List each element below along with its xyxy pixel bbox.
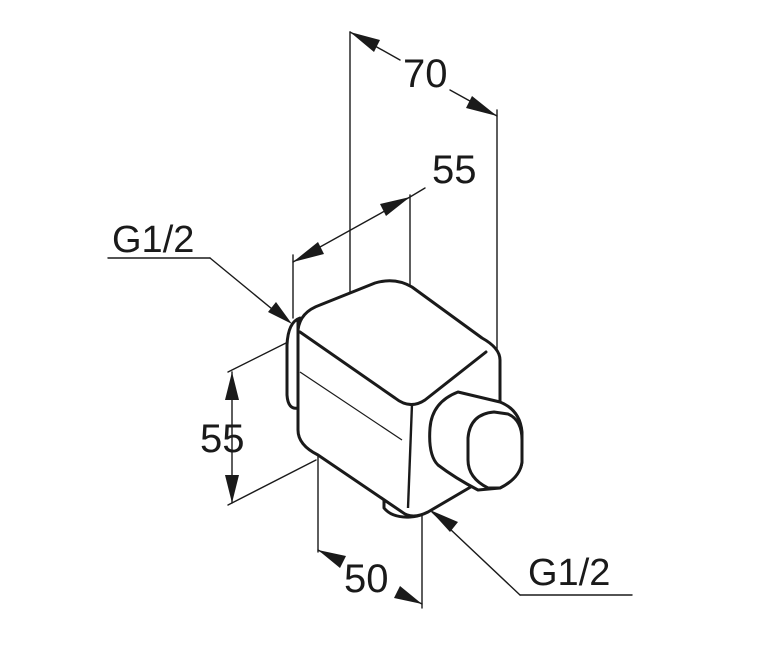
elbow-body [285,279,524,519]
thread-label-left: G1/2 [112,219,194,261]
dim-height-side: 55 [200,417,245,461]
extension-lines [227,31,498,609]
arrowheads [225,32,497,604]
dim-depth-total: 70 [403,52,448,96]
dim-width-top: 55 [432,148,477,192]
dim-depth-bottom: 50 [344,557,389,601]
labels: 70 55 55 50 G1/2 G1/2 [112,52,610,601]
thread-label-bottom: G1/2 [528,552,610,594]
